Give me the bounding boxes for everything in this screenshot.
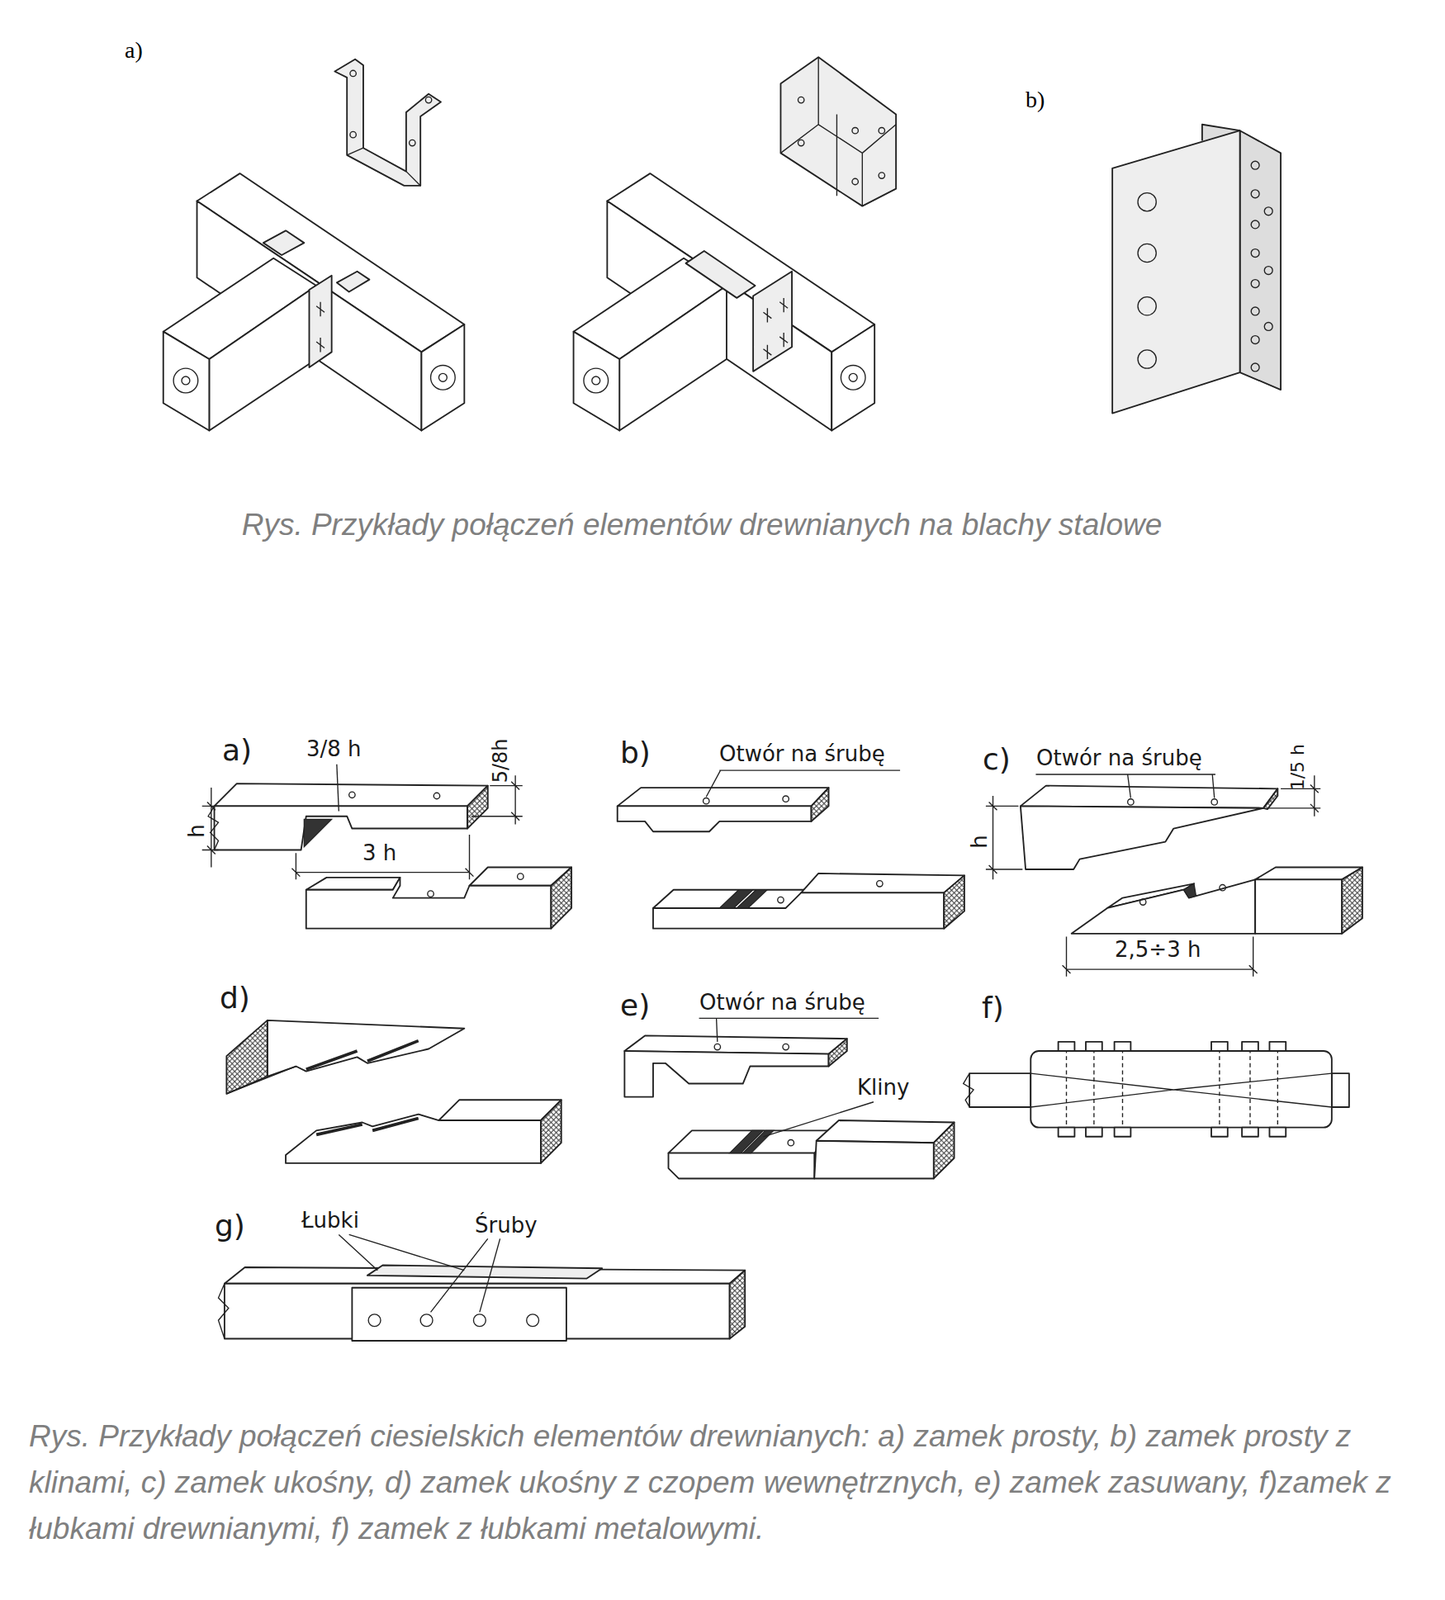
oblique-tenon-joint xyxy=(226,1020,561,1164)
callout-label: Otwór na śrubę xyxy=(699,990,866,1016)
sliding-joint xyxy=(624,1018,954,1179)
figure-letter: a) xyxy=(124,36,143,65)
straight-wedged-joint xyxy=(617,770,965,929)
figure-letter: e) xyxy=(620,987,650,1024)
dimension-label: 3 h xyxy=(362,840,397,867)
figure-letter: b) xyxy=(620,734,651,771)
dimension-label: h xyxy=(966,835,992,849)
wooden-fishplate-joint xyxy=(963,1042,1350,1138)
dimension-label: h xyxy=(183,824,209,839)
joist-hanger-joint xyxy=(163,59,465,432)
metal-fishplate-joint xyxy=(217,1234,745,1341)
figure-letter: d) xyxy=(219,980,251,1016)
dimension-label: 3/8 h xyxy=(306,736,362,763)
figure-caption: Rys. Przykłady połączeń elementów drewni… xyxy=(123,502,1280,549)
callout-label: Kliny xyxy=(857,1075,910,1101)
figure-letter: b) xyxy=(1025,85,1045,114)
figure-letter: f) xyxy=(981,990,1005,1026)
callout-label: Śruby xyxy=(474,1212,538,1239)
figure-letter: c) xyxy=(982,741,1011,777)
oblique-lap-joint xyxy=(985,774,1363,977)
steel-saddle-joint xyxy=(573,56,897,431)
figure-letter: g) xyxy=(214,1208,246,1244)
dimension-label: 2,5÷3 h xyxy=(1114,937,1201,963)
figure-letter: a) xyxy=(222,732,252,768)
callout-label: Otwór na śrubę xyxy=(719,741,886,768)
dimension-label: 5/8h xyxy=(488,738,513,783)
straight-lap-joint xyxy=(202,764,572,929)
callout-label: Łubki xyxy=(301,1208,360,1234)
figure-caption: Rys. Przykłady połączeń ciesielskich ele… xyxy=(28,1413,1400,1553)
angle-bracket xyxy=(1112,124,1281,414)
callout-label: Otwór na śrubę xyxy=(1036,745,1203,772)
dimension-label: 1/5 h xyxy=(1287,743,1309,791)
